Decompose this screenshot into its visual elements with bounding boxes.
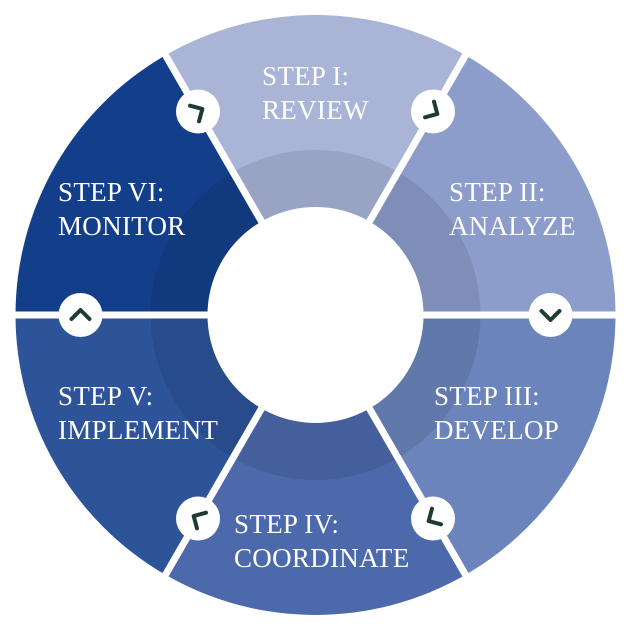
separator-4	[364, 403, 472, 582]
chevron-icon	[188, 103, 205, 124]
separator-5	[159, 403, 267, 582]
connector-badge	[176, 496, 220, 541]
connector-badge	[411, 496, 455, 541]
connector-badge	[58, 293, 103, 337]
chevron-arrow-icon	[58, 293, 103, 337]
step-1-label: STEP I:REVIEW	[262, 61, 369, 125]
step-connectors	[58, 89, 573, 541]
step-4-label: STEP IV:COORDINATE	[234, 509, 410, 573]
chevron-icon	[539, 309, 562, 322]
chevron-arrow-icon	[411, 496, 455, 541]
connector-badge	[176, 89, 220, 134]
step-3-label: STEP III:DEVELOP	[434, 381, 559, 445]
separator-1	[159, 48, 267, 227]
step-5-label: STEP V:IMPLEMENT	[58, 381, 218, 445]
step-1-segment	[165, 14, 466, 316]
center-circle	[207, 207, 424, 423]
chevron-arrow-icon	[176, 89, 220, 134]
chevron-icon	[423, 99, 440, 120]
step-4-segment	[165, 315, 466, 615]
segment-separators	[9, 48, 622, 582]
chevron-icon	[426, 506, 443, 527]
chevron-arrow-icon	[528, 293, 573, 337]
step-6-label: STEP VI:MONITOR	[58, 177, 186, 241]
chevron-icon	[69, 308, 92, 321]
chevron-arrow-icon	[176, 496, 220, 541]
connector-badge	[411, 89, 455, 134]
separator-2	[364, 48, 472, 227]
connector-badge	[528, 293, 573, 337]
chevron-icon	[191, 510, 208, 531]
chevron-arrow-icon	[411, 89, 455, 134]
step-2-label: STEP II:ANALYZE	[449, 177, 576, 241]
